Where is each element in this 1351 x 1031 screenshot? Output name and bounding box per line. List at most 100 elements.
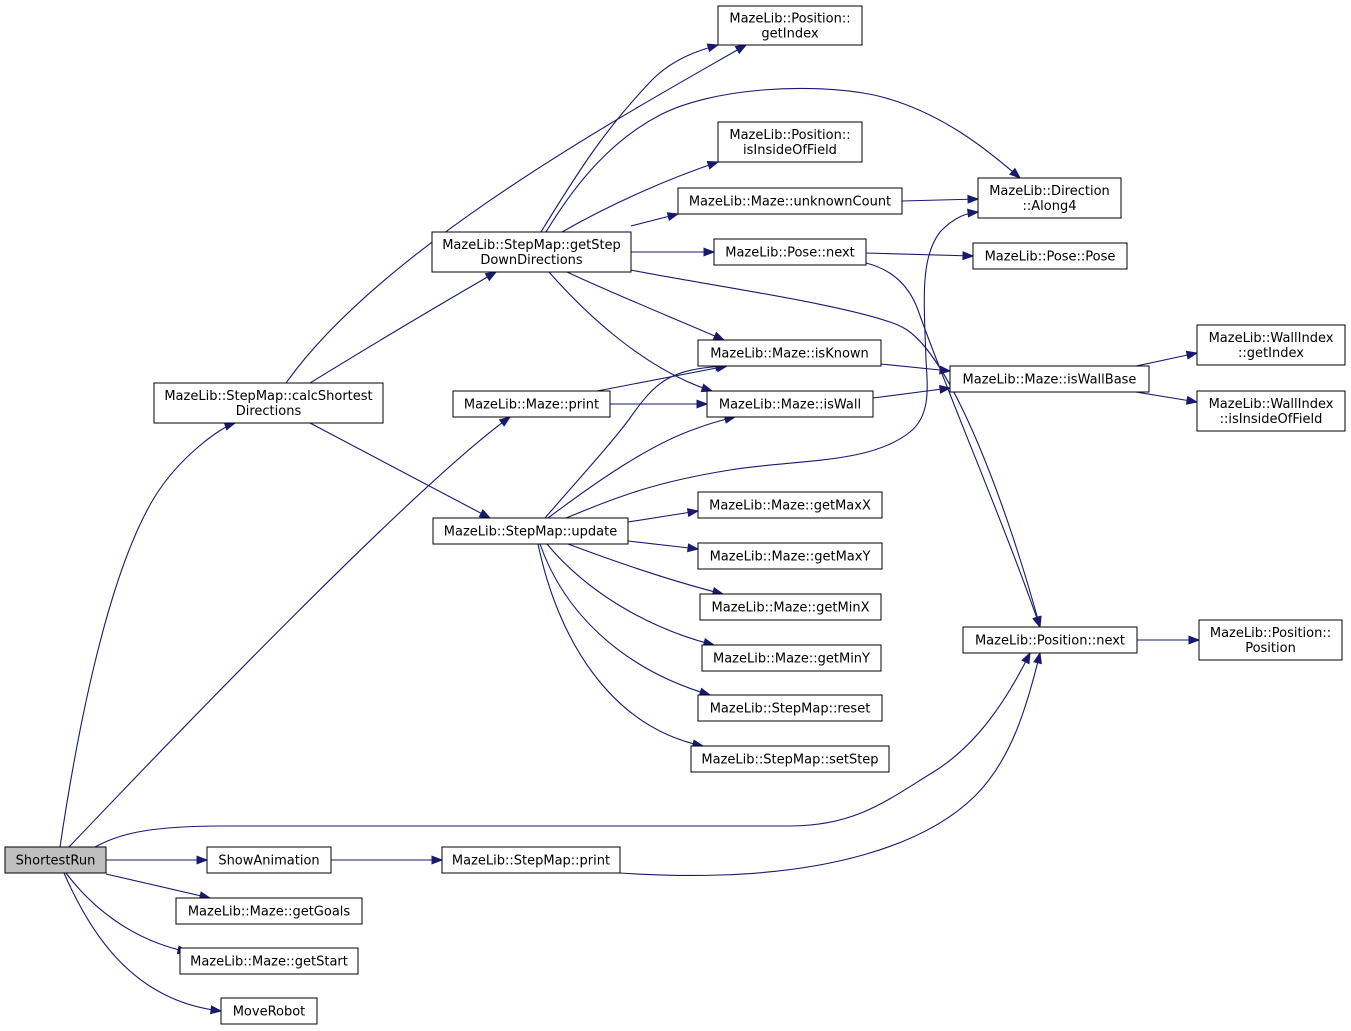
node-box [220,997,318,1025]
node-position-next[interactable]: MazeLib::Position::next [962,626,1138,654]
node-wallindex-isinside[interactable]: MazeLib::WallIndex::isInsideOfField [1196,390,1346,432]
node-maze-iswallbase[interactable]: MazeLib::Maze::isWallBase [949,365,1150,393]
edge-line [880,363,951,372]
arrowhead [712,331,726,341]
edge-line [901,198,979,202]
node-get-start[interactable]: MazeLib::Maze::getStart [179,947,359,975]
node-label: MazeLib::Maze::getMaxX [709,499,871,514]
node-wallindex-getindex[interactable]: MazeLib::WallIndex::getIndex [1196,324,1346,366]
node-box [706,390,874,418]
node-position-isinside[interactable]: MazeLib::Position::isInsideOfField [717,121,863,163]
edge-getstep-down-to-maze-unknowncount [630,212,680,227]
arrowhead [484,271,498,282]
arrowhead [196,855,209,865]
arrowhead [1032,615,1041,629]
node-box [697,694,883,722]
edge-shortest-run-to-move-robot [63,872,223,1015]
edge-getstep-down-to-position-isinside [561,161,720,233]
node-position-getindex[interactable]: MazeLib::Position::getIndex [717,5,863,46]
node-maze-unknowncount[interactable]: MazeLib::Maze::unknownCount [677,187,903,215]
node-shortest-run[interactable]: ShortestRun [4,846,107,874]
node-label: MazeLib::Maze::print [464,398,599,413]
edge-line [68,416,511,848]
node-get-goals[interactable]: MazeLib::Maze::getGoals [175,897,363,925]
arrowhead [498,416,512,427]
node-box [713,238,867,266]
edge-line [548,271,713,392]
node-label: MazeLib::Position::next [975,634,1125,649]
node-box [1196,390,1346,432]
arrowhead [706,161,720,170]
node-maze-iswall[interactable]: MazeLib::Maze::isWall [706,390,874,418]
edge-position-next-to-position-position [1137,635,1201,645]
node-label: MazeLib::Maze::getStart [190,955,348,970]
arrowhead [1185,350,1199,360]
node-label: MazeLib::Position:: [729,128,850,143]
node-label: MazeLib::Maze::isWallBase [963,373,1137,388]
edge-maze-iswall-to-maze-iswallbase [872,384,952,399]
node-label: MazeLib::StepMap::print [452,854,610,869]
node-label: MazeLib::StepMap::update [444,525,617,540]
edge-line [546,543,715,646]
node-label: ShortestRun [16,854,96,869]
arrowhead [210,1005,223,1015]
node-maze-getmaxx[interactable]: MazeLib::Maze::getMaxX [697,491,883,519]
node-position-position[interactable]: MazeLib::Position::Position [1198,619,1343,661]
edge-maze-isknown-to-maze-iswallbase [880,363,952,375]
edge-stepmap-print-to-position-next [619,651,1042,876]
node-box [179,947,359,975]
node-stepmap-print[interactable]: MazeLib::StepMap::print [441,846,621,874]
arrowhead [962,251,975,261]
arrowhead [1009,167,1022,179]
node-move-robot[interactable]: MoveRobot [220,997,318,1025]
node-box [1196,324,1346,366]
node-maze-getmaxy[interactable]: MazeLib::Maze::getMaxY [697,542,883,570]
edge-line [547,416,736,519]
node-label: ::isInsideOfField [1220,412,1323,427]
arrowhead [696,399,709,409]
node-pose-next[interactable]: MazeLib::Pose::next [713,238,867,266]
node-box [697,542,883,570]
node-label: MazeLib::Position:: [1210,626,1331,641]
node-maze-isknown[interactable]: MazeLib::Maze::isKnown [697,339,882,367]
node-label: MazeLib::Maze::getMinY [713,652,870,667]
node-maze-getminx[interactable]: MazeLib::Maze::getMinX [699,593,882,621]
node-maze-getminy[interactable]: MazeLib::Maze::getMinY [701,644,882,672]
node-show-animation[interactable]: ShowAnimation [206,846,332,874]
arrowhead [478,509,492,519]
edge-getstep-down-to-pose-next [631,247,716,257]
edge-line [539,543,711,696]
edge-line [872,387,951,399]
node-label: MazeLib::Direction [989,184,1110,199]
node-label: getIndex [761,27,818,42]
edges-layer [59,43,1201,1015]
node-label: MazeLib::Pose::next [725,246,855,261]
node-stepmap-update[interactable]: MazeLib::StepMap::update [432,517,629,545]
node-label: Directions [236,404,302,419]
node-direction-along4[interactable]: MazeLib::Direction::Along4 [977,177,1122,219]
edge-line [596,365,728,392]
node-stepmap-reset[interactable]: MazeLib::StepMap::reset [697,694,883,722]
edge-line [63,872,222,1012]
edge-getstep-down-to-position-next [630,269,1042,629]
node-stepmap-setstep[interactable]: MazeLib::StepMap::setStep [690,745,890,773]
arrowhead [939,384,952,394]
node-pose-pose[interactable]: MazeLib::Pose::Pose [972,242,1128,270]
node-label: MazeLib::Maze::isWall [719,398,861,413]
arrowhead [967,194,980,204]
node-label: MazeLib::StepMap::reset [710,702,871,717]
node-label: MazeLib::WallIndex [1209,331,1334,346]
edge-stepmap-update-to-stepmap-setstep [537,543,705,749]
node-maze-print[interactable]: MazeLib::Maze::print [452,390,611,418]
edge-show-animation-to-stepmap-print [331,855,444,865]
node-box [717,5,863,46]
arrowhead [431,855,444,865]
edge-pose-next-to-position-next [865,262,1041,629]
edge-stepmap-update-to-maze-getmaxx [627,508,700,523]
edge-shortest-run-to-get-goals [105,873,212,901]
edge-stepmap-update-to-maze-getmaxy [627,540,700,553]
edge-line [309,271,497,384]
